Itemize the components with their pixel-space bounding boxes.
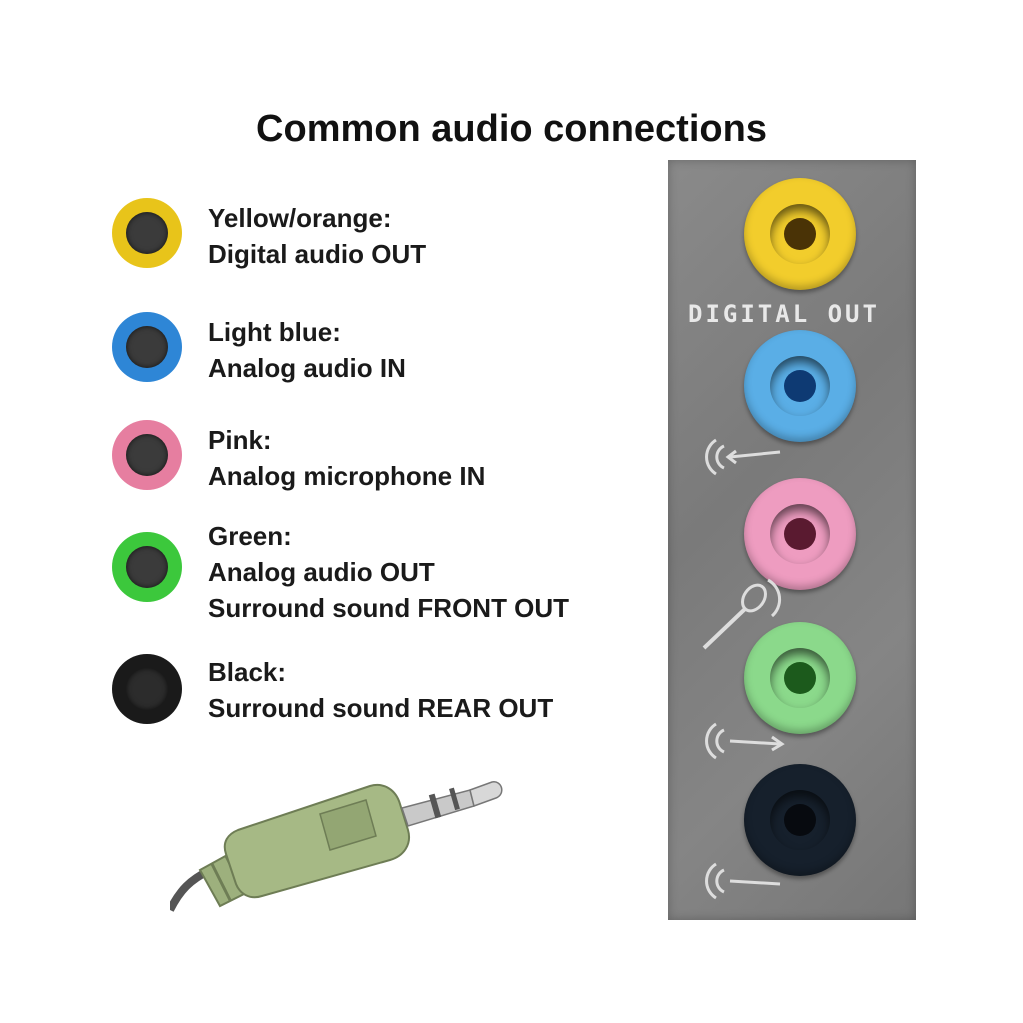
pink-port (744, 478, 856, 590)
line-in-icon (705, 438, 781, 476)
legend-description-extra: Surround sound FRONT OUT (208, 593, 570, 623)
legend-item-light-blue: Light blue: Analog audio IN (112, 312, 652, 392)
legend-text-pink: Pink: Analog microphone IN (208, 422, 485, 494)
light-blue-port (744, 330, 856, 442)
legend-description: Analog audio OUT (208, 557, 435, 587)
page-title: Common audio connections (256, 108, 767, 150)
legend-label: Black: (208, 657, 287, 687)
legend-label: Light blue: (208, 317, 341, 347)
legend-label: Green: (208, 521, 292, 551)
audio-plug-icon (170, 781, 503, 912)
audio-back-panel: DIGITAL OUT (668, 160, 916, 920)
legend-text-yellow: Yellow/orange: Digital audio OUT (208, 200, 426, 272)
line-out-icon (705, 722, 785, 760)
legend-item-yellow: Yellow/orange: Digital audio OUT (112, 198, 652, 278)
legend-description: Digital audio OUT (208, 239, 427, 269)
black-port (744, 764, 856, 876)
legend-description: Analog audio IN (208, 353, 406, 383)
legend-label: Yellow/orange: (208, 203, 392, 233)
legend-description: Surround sound REAR OUT (208, 693, 554, 723)
legend-item-black: Black: Surround sound REAR OUT (112, 654, 652, 734)
legend-label: Pink: (208, 425, 272, 455)
light-blue-jack-icon (112, 312, 182, 382)
digital-out-label: DIGITAL OUT (688, 300, 880, 328)
legend-text-black: Black: Surround sound REAR OUT (208, 654, 553, 726)
yellow-jack-icon (112, 198, 182, 268)
pink-jack-icon (112, 420, 182, 490)
microphone-icon (702, 578, 782, 650)
legend-text-light-blue: Light blue: Analog audio IN (208, 314, 406, 386)
legend-item-pink: Pink: Analog microphone IN (112, 420, 652, 500)
rear-out-icon (705, 862, 781, 900)
yellow-port (744, 178, 856, 290)
legend-text-green: Green: Analog audio OUT Surround sound F… (208, 518, 569, 626)
metal-pin (401, 781, 503, 827)
green-port (744, 622, 856, 734)
legend-description: Analog microphone IN (208, 461, 486, 491)
black-jack-icon (112, 654, 182, 724)
plug-body (223, 784, 410, 899)
green-jack-icon (112, 532, 182, 602)
legend-item-green: Green: Analog audio OUT Surround sound F… (112, 521, 652, 642)
